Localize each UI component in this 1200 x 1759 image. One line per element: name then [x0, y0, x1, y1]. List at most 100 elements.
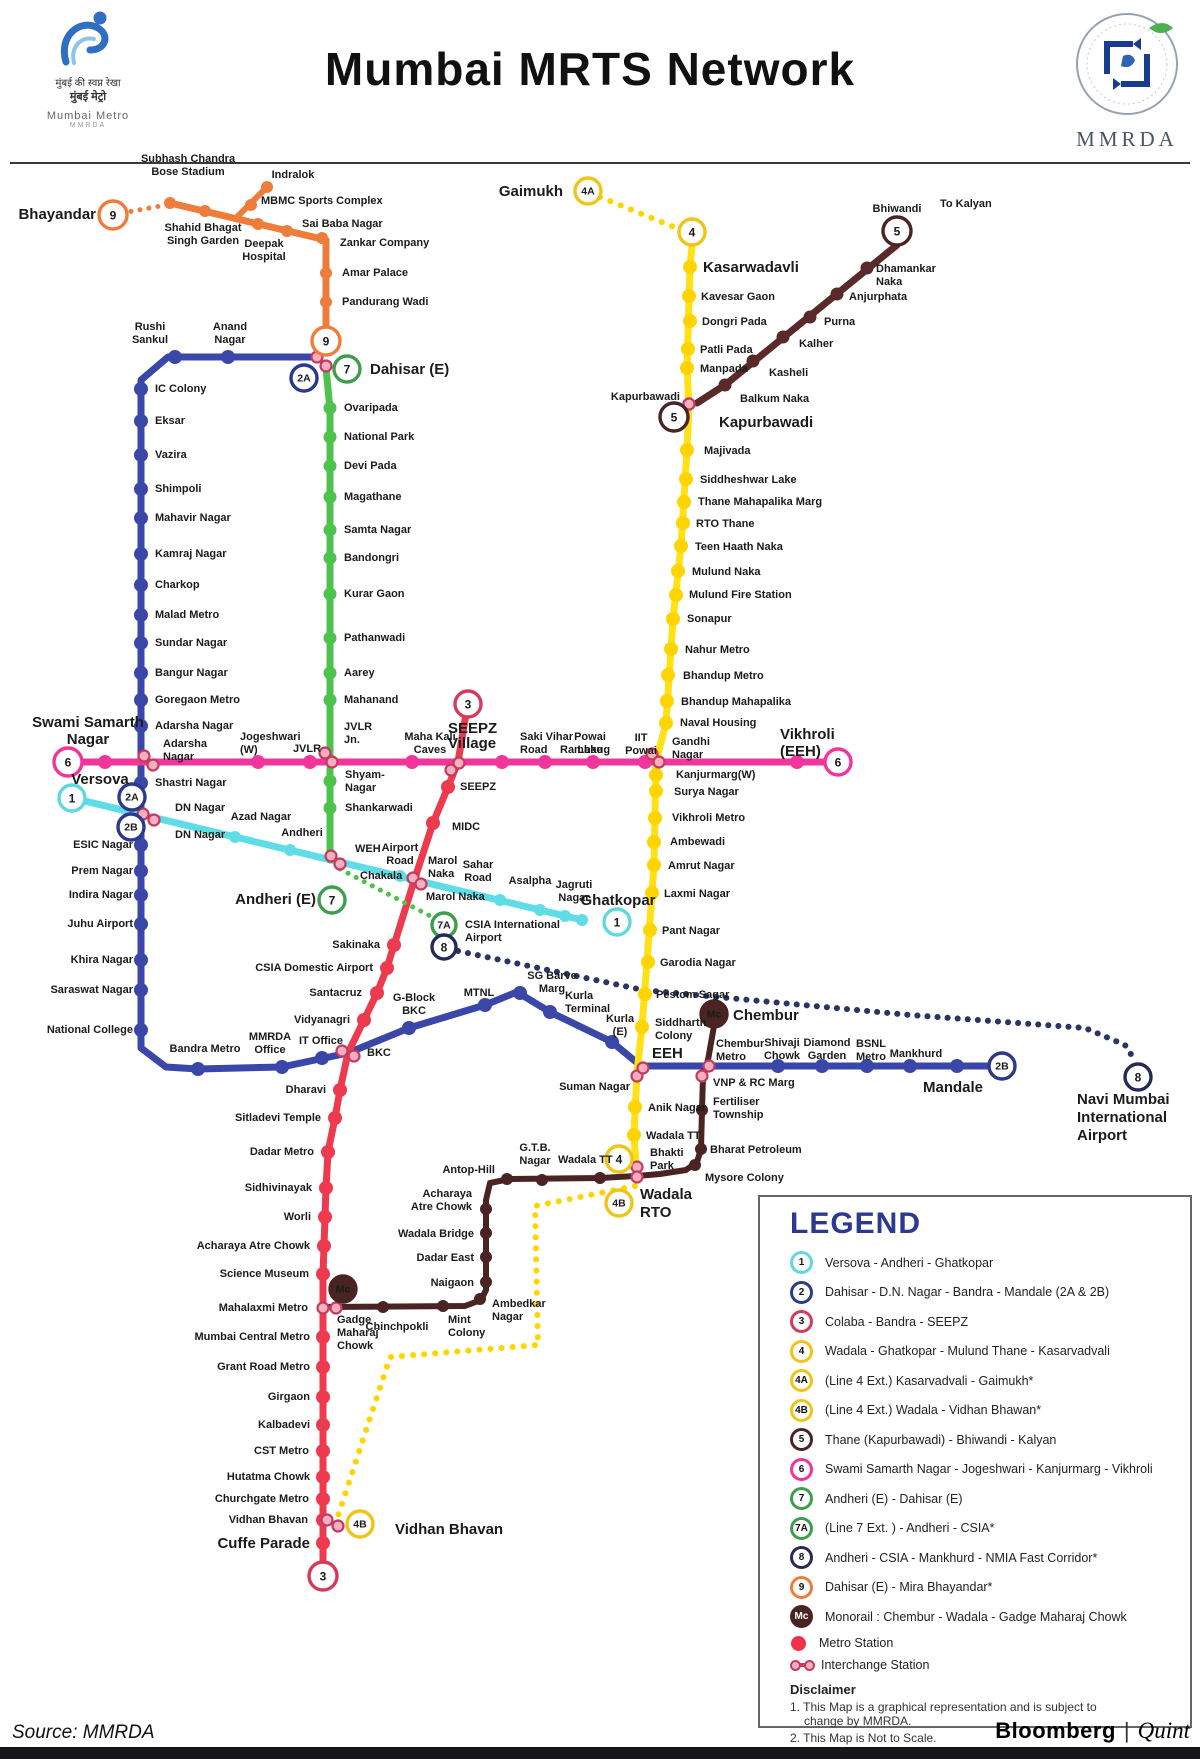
station-dot	[860, 1059, 874, 1073]
line-badge-label: 5	[894, 225, 901, 239]
station-label: Surya Nagar	[674, 786, 740, 798]
station-label: IC Colony	[155, 383, 207, 395]
line-9-dotted-bhayandar	[119, 202, 169, 216]
station-dot	[316, 1418, 330, 1432]
station-dot	[333, 1083, 347, 1097]
station-dot	[680, 361, 694, 375]
station-label: SG Barve	[527, 970, 577, 982]
station-label: Sitladevi Temple	[235, 1112, 321, 1124]
station-dot	[649, 784, 663, 798]
station-dot	[134, 838, 148, 852]
station-label: Shastri Nagar	[155, 777, 227, 789]
station-label: National Park	[344, 431, 415, 443]
line-badge-label: 2B	[124, 822, 138, 834]
station-label: Dharavi	[286, 1084, 326, 1096]
station-label: Girgaon	[268, 1391, 310, 1403]
station-label: Nagar	[672, 749, 704, 761]
station-dot	[134, 888, 148, 902]
station-label: CSIA Domestic Airport	[255, 962, 373, 974]
station-dot	[647, 835, 661, 849]
station-dot	[683, 314, 697, 328]
line-badge-label: 6	[835, 756, 842, 770]
station-dot	[168, 350, 182, 364]
station-label: Kanjurmarg(W)	[676, 769, 756, 781]
station-label: Siddharth	[655, 1017, 707, 1029]
station-label: Jn.	[344, 734, 360, 746]
station-dot	[370, 986, 384, 1000]
station-dot	[950, 1059, 964, 1073]
station-label: Nagar	[345, 782, 377, 794]
station-label: Grant Road Metro	[217, 1361, 310, 1373]
line-8-nmia-corridor	[455, 948, 1139, 1065]
station-label: Aarey	[344, 667, 375, 679]
interchange-dot	[630, 1170, 644, 1184]
station-dot	[315, 1051, 329, 1065]
line-4b-ext-vidhan-bhavan	[335, 1183, 638, 1519]
station-dot	[659, 716, 673, 730]
station-label: Mandale	[923, 1079, 983, 1096]
station-label: Magathane	[344, 491, 401, 503]
station-label: Road	[520, 744, 548, 756]
interchange-dot	[146, 758, 160, 772]
station-label: Metro	[856, 1051, 886, 1063]
station-label: Chembur	[716, 1038, 765, 1050]
station-dot	[536, 1174, 548, 1186]
station-dot	[134, 578, 148, 592]
station-dot	[323, 801, 337, 815]
station-label: Purna	[824, 316, 856, 328]
station-dot	[534, 904, 546, 916]
station-label: Kavesar Gaon	[701, 291, 775, 303]
station-dot	[666, 612, 680, 626]
station-label: BKC	[402, 1005, 426, 1017]
legend-item-label: Colaba - Bandra - SEEPZ	[825, 1314, 969, 1329]
station-label: Terminal	[565, 1003, 610, 1015]
station-dot	[648, 811, 662, 825]
station-label: Wadala TT	[558, 1154, 613, 1166]
station-dot	[671, 564, 685, 578]
station-dot	[275, 1060, 289, 1074]
station-label: Kamraj Nagar	[155, 548, 227, 560]
legend-badge: Mc	[790, 1605, 813, 1628]
station-label: Airport	[465, 932, 502, 944]
station-dot	[134, 953, 148, 967]
legend-item-label: Swami Samarth Nagar - Jogeshwari - Kanju…	[825, 1462, 1153, 1476]
station-label: Mankhurd	[890, 1048, 943, 1060]
station-label: Sakinaka	[332, 939, 381, 951]
line-badge-label: 1	[69, 792, 76, 806]
station-dot	[328, 1111, 342, 1125]
station-label: Metro	[716, 1051, 746, 1063]
station-label: Township	[713, 1109, 764, 1121]
station-label: Sonapur	[687, 613, 732, 625]
station-label: Pant Nagar	[662, 925, 721, 937]
line-badge-label: 2B	[995, 1061, 1009, 1073]
station-label: Nagar	[214, 334, 246, 346]
station-dot	[134, 693, 148, 707]
station-label: (W)	[240, 744, 258, 756]
station-dot	[426, 816, 440, 830]
station-label: Jagruti	[556, 879, 593, 891]
line-badge-label: Mc	[707, 1009, 722, 1021]
station-label: Diamond	[803, 1037, 850, 1049]
station-dot	[628, 1100, 642, 1114]
line-badge-ring	[117, 782, 147, 812]
line-badge-label: 3	[465, 698, 472, 712]
line-badge-label: 3	[320, 1570, 327, 1584]
station-label: Worli	[284, 1211, 311, 1223]
station-dot	[627, 1128, 641, 1142]
interchange-dot	[147, 813, 161, 827]
station-label: Suman Nagar	[559, 1081, 631, 1093]
interchange-dot	[325, 755, 339, 769]
station-dot	[680, 443, 694, 457]
station-label: National College	[47, 1024, 133, 1036]
station-label: Ghatkopar	[580, 892, 655, 909]
station-label: Hutatma Chowk	[227, 1471, 311, 1483]
mmrda-caption: MMRDA	[1076, 127, 1178, 151]
station-label: Maharaj	[337, 1327, 379, 1339]
station-label: Rambaug	[560, 744, 610, 756]
station-label: Khira Nagar	[71, 954, 134, 966]
station-label: MIDC	[452, 821, 480, 833]
station-label: Vidhan Bhavan	[395, 1521, 503, 1538]
